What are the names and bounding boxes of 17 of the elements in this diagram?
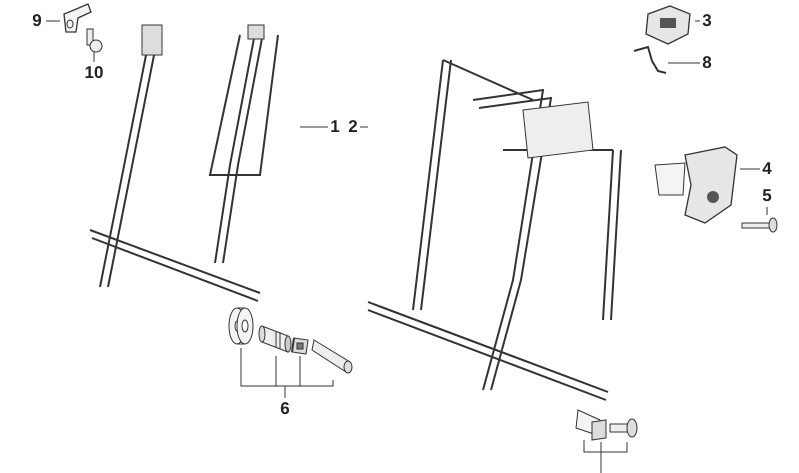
- leader-line: [668, 62, 700, 64]
- callout-number: 4: [760, 158, 774, 180]
- leader-line: [300, 126, 328, 128]
- callout-number: 1: [328, 116, 342, 138]
- leader-line: [284, 380, 334, 398]
- callout-number: 5: [760, 185, 774, 207]
- leader-line: [766, 206, 768, 216]
- callout-number: 3: [700, 10, 714, 32]
- callout-number: 8: [700, 52, 714, 74]
- callout-number: 2: [346, 116, 360, 138]
- leader-line: [694, 20, 700, 22]
- callout-number: 10: [80, 62, 108, 84]
- leader-line: [46, 20, 60, 22]
- leader-line: [740, 168, 760, 170]
- leader-line: [360, 126, 368, 128]
- callout-number: 6: [278, 398, 292, 420]
- callout-number: 9: [28, 10, 46, 32]
